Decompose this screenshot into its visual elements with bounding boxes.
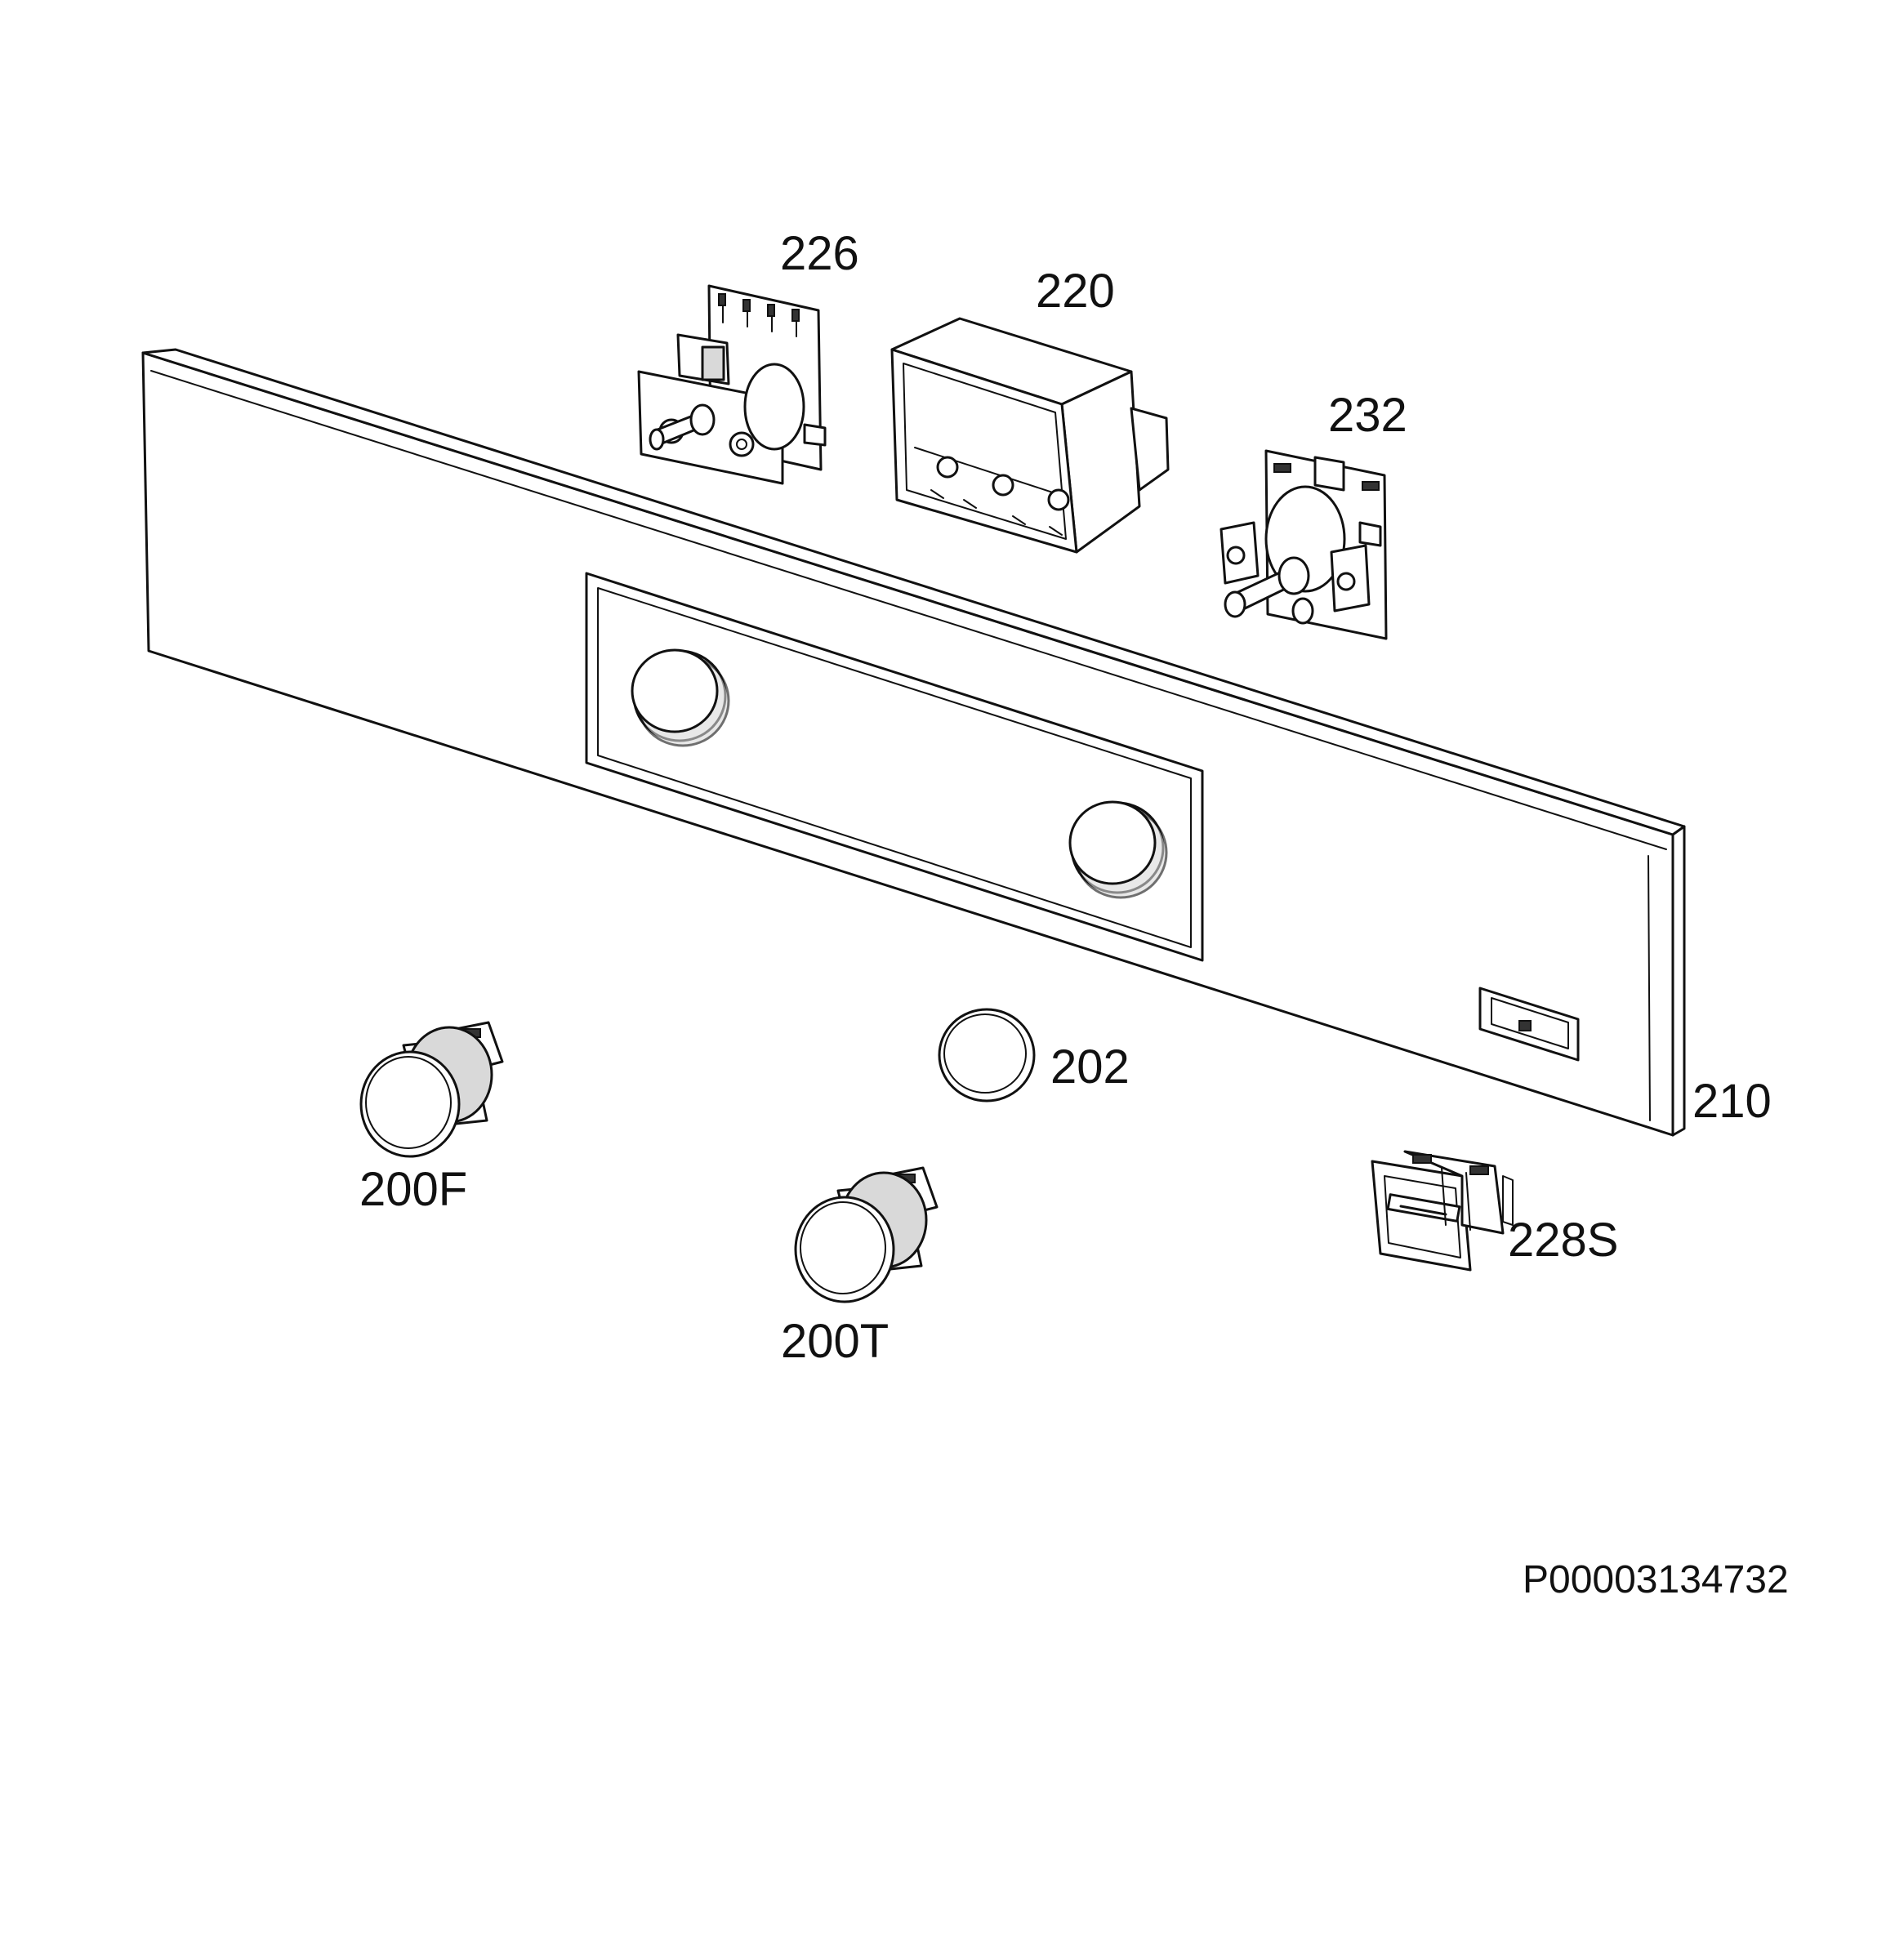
label-232: 232 [1328, 389, 1407, 442]
part-226-selector-switch [637, 284, 827, 485]
control-panel-210 [141, 348, 1686, 1137]
part-200T-knob [794, 1166, 939, 1303]
label-210: 210 [1692, 1075, 1772, 1128]
label-228S: 228S [1508, 1214, 1618, 1267]
label-200F: 200F [359, 1163, 467, 1216]
part-202-ring [938, 1008, 1036, 1102]
part-220-display-module [890, 317, 1170, 554]
label-220: 220 [1036, 265, 1115, 318]
label-226: 226 [780, 227, 859, 280]
part-labels: 226 220 232 202 210 200F 200T 228S [359, 227, 1772, 1368]
part-228S-switch [1371, 1150, 1514, 1272]
label-202: 202 [1050, 1040, 1130, 1094]
part-232-thermostat-switch [1219, 449, 1388, 640]
label-200T: 200T [781, 1315, 889, 1368]
reference-number: P00003134732 [1523, 1558, 1789, 1601]
part-200F-knob [359, 1021, 504, 1158]
